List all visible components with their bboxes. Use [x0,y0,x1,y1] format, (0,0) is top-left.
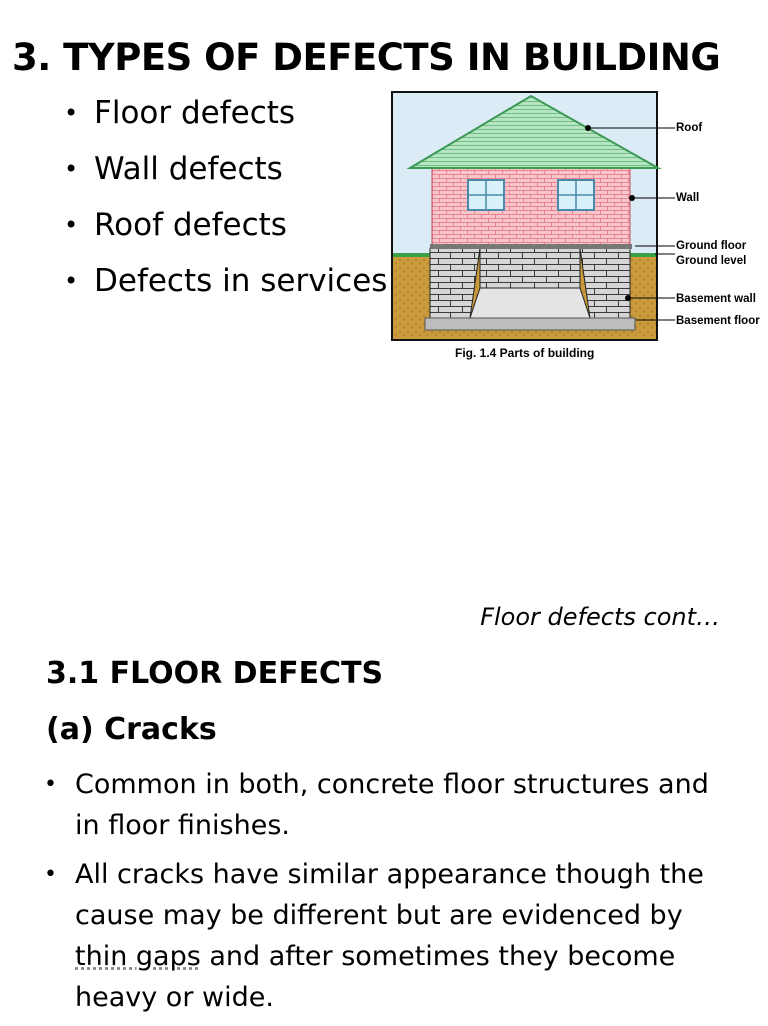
thin-gaps-term: thin gaps [75,941,201,972]
defect-types-list: •Floor defects •Wall defects •Roof defec… [64,90,387,314]
leader-lines [588,127,675,321]
label-wall: Wall [676,192,699,204]
label-basement-wall: Basement wall [676,293,756,305]
continuation-note: Floor defects cont… [480,603,720,631]
label-ground-floor: Ground floor [676,240,747,252]
roof-marker-icon [585,125,591,131]
bullet-icon: • [44,772,57,797]
window-icon [467,179,505,211]
list-item: •Wall defects [64,146,387,202]
label-roof: Roof [676,122,702,134]
subsection-title: (a) Cracks [46,712,217,747]
cracks-bullet-list: • Common in both, concrete floor structu… [44,764,724,1026]
basement-interior-floor [469,287,591,319]
basement-wall-marker-icon [625,295,631,301]
figure-caption: Fig. 1.4 Parts of building [455,346,595,360]
section-title: 3.1 FLOOR DEFECTS [46,656,384,691]
wall-marker-icon [629,195,635,201]
basement-floor-slab [424,317,636,331]
bullet-icon: • [64,99,79,127]
roof [406,94,662,169]
window-icon [557,179,595,211]
list-item: • All cracks have similar appearance tho… [44,854,724,1018]
label-ground-level: Ground level [676,255,746,267]
list-item: •Floor defects [64,90,387,146]
bullet-icon: • [64,155,79,183]
label-basement-floor: Basement floor [676,315,760,327]
list-item: •Roof defects [64,202,387,258]
building-parts-figure: Roof Wall Ground floor Ground level Base… [391,91,760,341]
bullet-icon: • [44,862,57,887]
brick-wall [431,167,631,247]
bullet-icon: • [64,211,79,239]
bullet-icon: • [64,267,79,295]
floor-slab [430,244,632,249]
list-item: •Defects in services [64,258,387,314]
list-item: • Common in both, concrete floor structu… [44,764,724,846]
basement-back-wall [479,247,581,289]
page-title: 3. TYPES OF DEFECTS IN BUILDING [12,36,721,79]
